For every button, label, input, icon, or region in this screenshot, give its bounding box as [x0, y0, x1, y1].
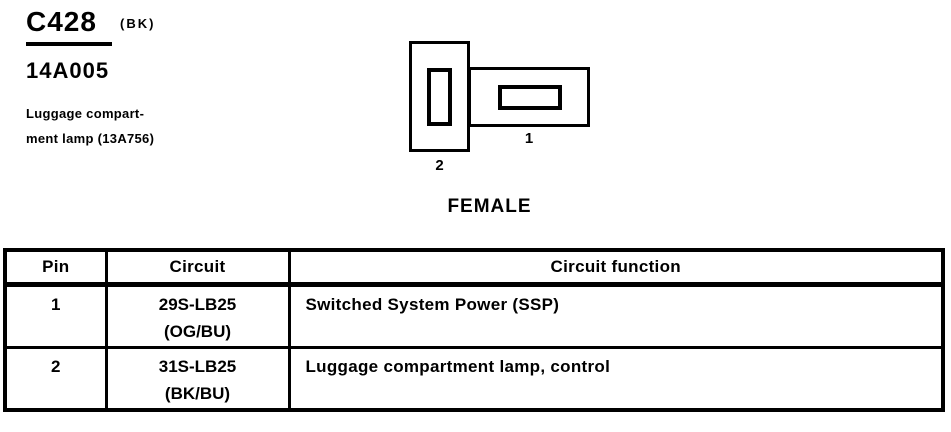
pinout-table-header-row: Pin Circuit Circuit function — [3, 248, 945, 287]
part-number: 14A005 — [26, 58, 110, 83]
circuit-wire-color: (OG/BU) — [163, 321, 232, 341]
table-row-pin-2: 2 31S-LB25 (BK/BU) Luggage compartment l… — [3, 345, 945, 412]
circuit-code: 31S-LB25 — [158, 356, 237, 376]
col-header-circuit: Circuit — [104, 248, 291, 287]
circuit-cell: 31S-LB25 (BK/BU) — [104, 345, 291, 412]
pin-1-label: 1 — [524, 130, 534, 147]
connector-description-line-1: Luggage compart- — [26, 106, 145, 121]
pin-number-cell: 1 — [3, 282, 108, 349]
connector-description-line-2: ment lamp (13A756) — [26, 131, 155, 146]
pinout-table: Pin Circuit Circuit function 1 29S-LB25 … — [3, 248, 945, 412]
col-header-pin: Pin — [3, 248, 108, 287]
circuit-function-cell: Luggage compartment lamp, control — [287, 345, 945, 412]
circuit-wire-color: (BK/BU) — [164, 383, 231, 403]
connector-id-underline — [26, 42, 112, 46]
table-row-pin-1: 1 29S-LB25 (OG/BU) Switched System Power… — [3, 282, 945, 349]
circuit-code: 29S-LB25 — [158, 294, 237, 314]
connector-description: Luggage compart- ment lamp (13A756) — [26, 101, 154, 151]
pin-2-label: 2 — [435, 157, 444, 174]
connector-cavity-1-outline — [468, 67, 590, 127]
pin-1-slot — [498, 85, 562, 110]
connector-cavity-2-outline — [409, 41, 470, 152]
connector-gender-label: FEMALE — [447, 196, 532, 217]
circuit-cell: 29S-LB25 (OG/BU) — [104, 282, 291, 349]
connector-id: C428 — [26, 6, 97, 37]
connector-color-code: (BK) — [120, 16, 156, 31]
pin-number-cell: 2 — [3, 345, 108, 412]
pin-2-slot — [427, 68, 452, 126]
col-header-circuit-function: Circuit function — [287, 248, 945, 287]
circuit-function-cell: Switched System Power (SSP) — [287, 282, 945, 349]
